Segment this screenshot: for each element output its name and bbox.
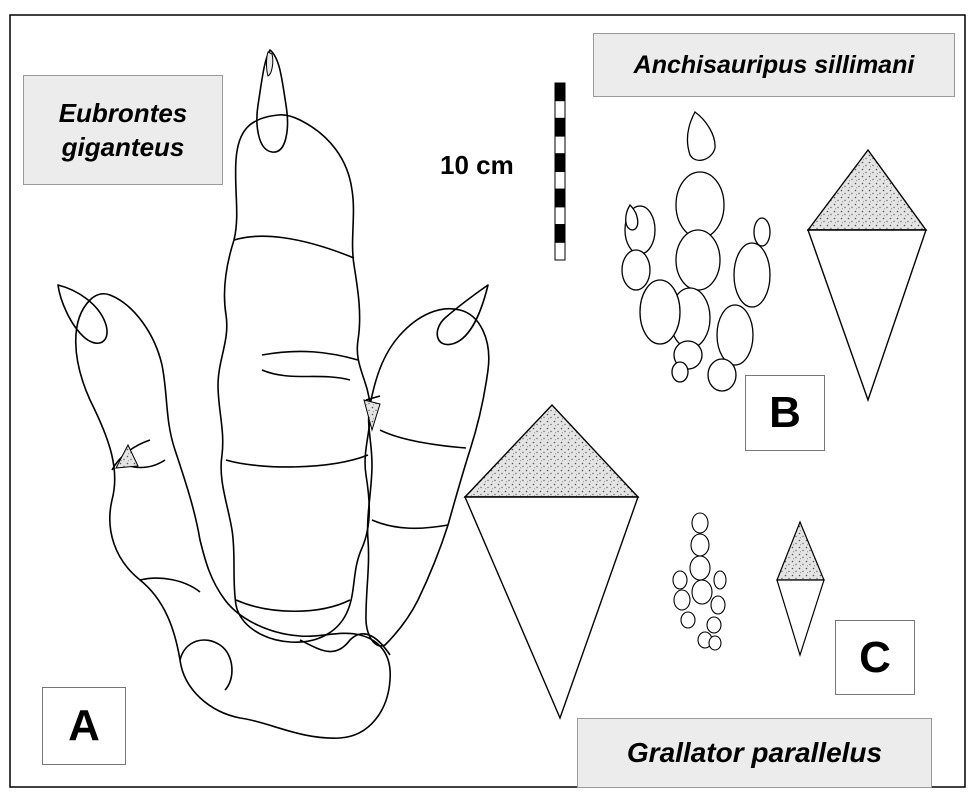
scale-bar-segment xyxy=(555,189,565,207)
scale-bar-segment xyxy=(555,225,565,243)
label-anchisauripus-sillimani: Anchisauripus sillimani xyxy=(593,33,955,97)
panel-letter-a: A xyxy=(42,687,126,765)
scale-bar xyxy=(555,83,565,260)
panel-letter-b: B xyxy=(745,375,825,451)
panel-letter-c: C xyxy=(835,620,915,695)
scale-bar-segment xyxy=(555,172,565,190)
scale-bar-segment xyxy=(555,83,565,101)
scale-bar-segment xyxy=(555,118,565,136)
label-eubrontes-line2: giganteus xyxy=(62,130,185,164)
scale-bar-segment xyxy=(555,154,565,172)
scale-bar-segment xyxy=(555,101,565,119)
label-grallator-parallelus: Grallator parallelus xyxy=(577,718,932,788)
scale-bar-segment xyxy=(555,207,565,225)
label-eubrontes-giganteus: Eubrontes giganteus xyxy=(23,75,223,185)
label-eubrontes-line1: Eubrontes xyxy=(59,96,188,130)
scale-bar-segment xyxy=(555,136,565,154)
scale-bar-segment xyxy=(555,242,565,260)
scale-bar-label: 10 cm xyxy=(440,150,514,181)
